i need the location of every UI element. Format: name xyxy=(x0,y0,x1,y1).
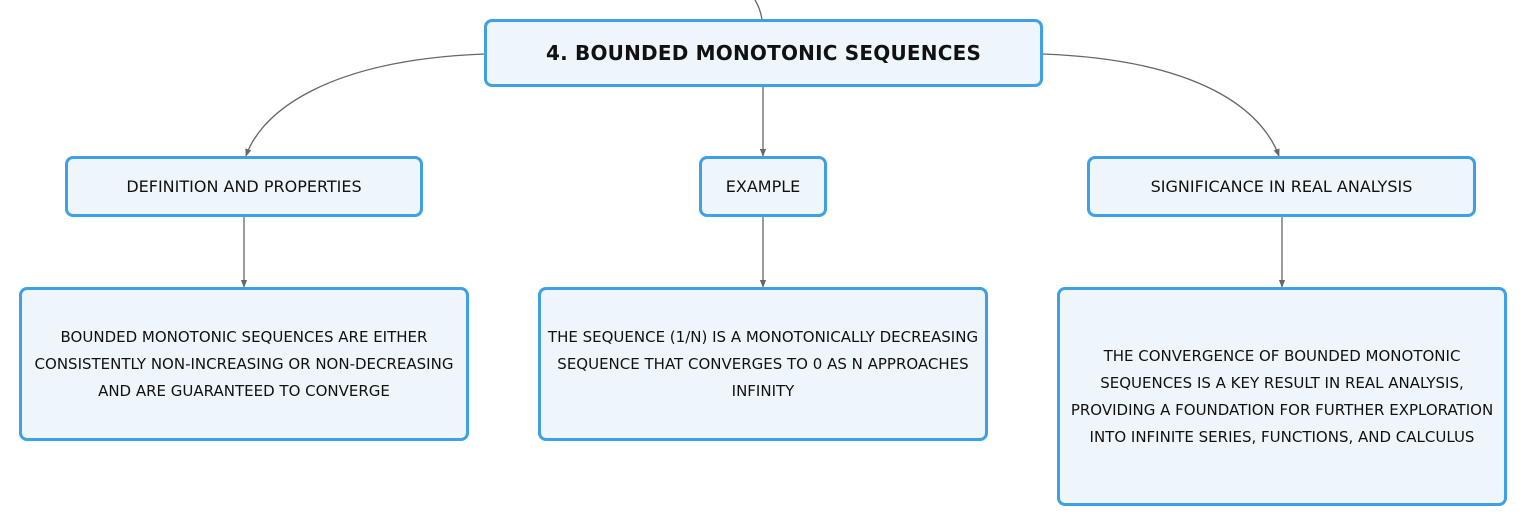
detail-node-example[interactable]: THE SEQUENCE (1/N) IS A MONOTONICALLY DE… xyxy=(538,287,988,441)
detail-node-text: BOUNDED MONOTONIC SEQUENCES ARE EITHER C… xyxy=(34,327,454,400)
topic-node-label: DEFINITION AND PROPERTIES xyxy=(126,177,362,196)
connector-root-to-significance xyxy=(1042,53,1280,157)
connector-parent-to-root xyxy=(754,0,763,20)
topic-node-example[interactable]: EXAMPLE xyxy=(699,156,827,217)
root-node[interactable]: 4. BOUNDED MONOTONIC SEQUENCES xyxy=(484,19,1043,87)
root-node-title: 4. BOUNDED MONOTONIC SEQUENCES xyxy=(545,41,982,65)
connector-root-to-definition xyxy=(245,53,485,157)
detail-node-text: THE SEQUENCE (1/N) IS A MONOTONICALLY DE… xyxy=(547,327,979,400)
detail-node-significance[interactable]: THE CONVERGENCE OF BOUNDED MONOTONIC SEQ… xyxy=(1057,287,1507,506)
detail-node-text: THE CONVERGENCE OF BOUNDED MONOTONIC SEQ… xyxy=(1070,346,1494,446)
topic-node-label: SIGNIFICANCE IN REAL ANALYSIS xyxy=(1150,177,1413,196)
topic-node-definition-and-properties[interactable]: DEFINITION AND PROPERTIES xyxy=(65,156,423,217)
topic-node-label: EXAMPLE xyxy=(725,177,801,196)
topic-node-significance-in-real-analysis[interactable]: SIGNIFICANCE IN REAL ANALYSIS xyxy=(1087,156,1476,217)
detail-node-definition[interactable]: BOUNDED MONOTONIC SEQUENCES ARE EITHER C… xyxy=(19,287,469,441)
